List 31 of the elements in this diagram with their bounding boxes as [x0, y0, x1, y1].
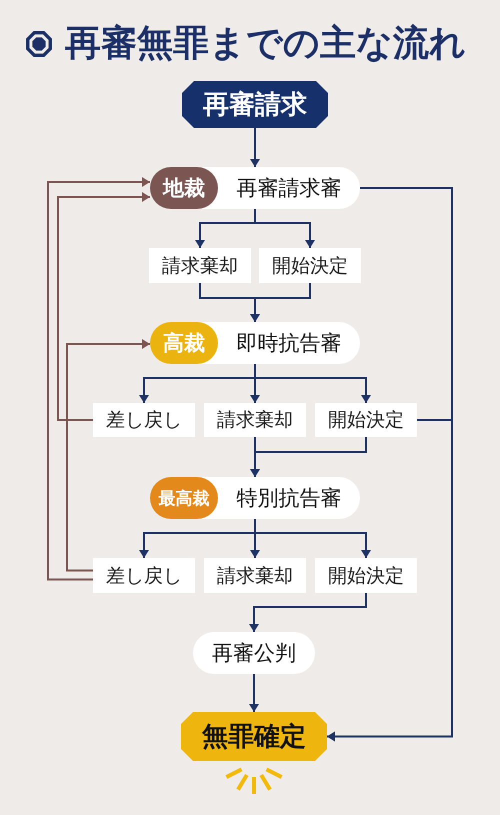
arrow: [249, 674, 259, 712]
stage-pill: [150, 477, 360, 519]
outcome-box: 請求棄却: [149, 248, 251, 283]
court-badge: 地裁: [150, 167, 218, 209]
arrow: [250, 437, 367, 477]
title: 再審無罪までの主な流れ: [65, 22, 466, 66]
outcome-box: 差し戻し: [93, 403, 195, 437]
outcome-box: 差し戻し: [93, 558, 195, 593]
arrow: [249, 593, 367, 632]
court-badge: 高裁: [150, 322, 218, 364]
arrow: [57, 192, 150, 421]
outcome-box: 請求棄却: [204, 403, 306, 437]
stage-pill: 再審公判: [193, 632, 315, 674]
outcome-box: 開始決定: [315, 558, 417, 593]
arrow: [250, 283, 311, 322]
arrow: [66, 339, 150, 572]
arrow: [250, 128, 260, 167]
start-box: 再審請求: [182, 81, 328, 128]
stage-label: 即時抗告審: [236, 330, 342, 357]
result-box: 無罪確定: [181, 712, 327, 761]
stage-pill: [150, 322, 360, 364]
arrow: [327, 419, 453, 742]
outcome-box: 開始決定: [315, 403, 417, 437]
stage-label: 特別抗告審: [236, 485, 342, 512]
outcome-box: 請求棄却: [204, 558, 306, 593]
stage-label: 再審請求審: [236, 175, 342, 202]
court-badge: 最高裁: [150, 477, 218, 519]
outcome-box: 開始決定: [259, 248, 361, 283]
stage-pill: [150, 167, 360, 209]
arrow: [47, 177, 150, 580]
arrow: [254, 209, 315, 248]
